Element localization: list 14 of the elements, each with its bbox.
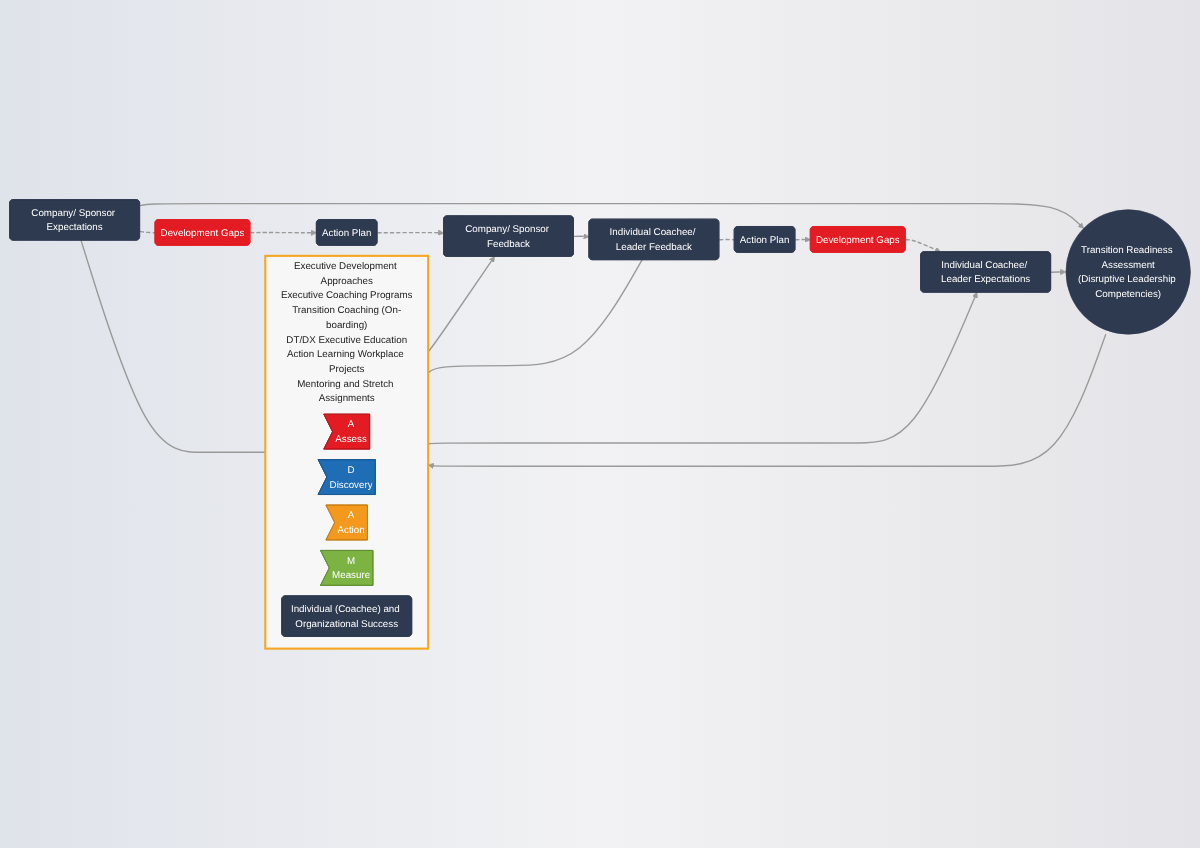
arrow (427, 291, 978, 445)
connector (718, 238, 736, 241)
connector (139, 230, 157, 234)
arrow (794, 236, 811, 243)
arrow (139, 202, 1084, 229)
arrow (1050, 268, 1067, 275)
arrow (376, 229, 445, 236)
arrow (427, 255, 495, 353)
arrow (249, 229, 317, 236)
arrow (573, 233, 590, 240)
arrow (427, 333, 1107, 469)
connector (80, 239, 266, 453)
connector (427, 258, 643, 374)
arrow (904, 238, 941, 253)
